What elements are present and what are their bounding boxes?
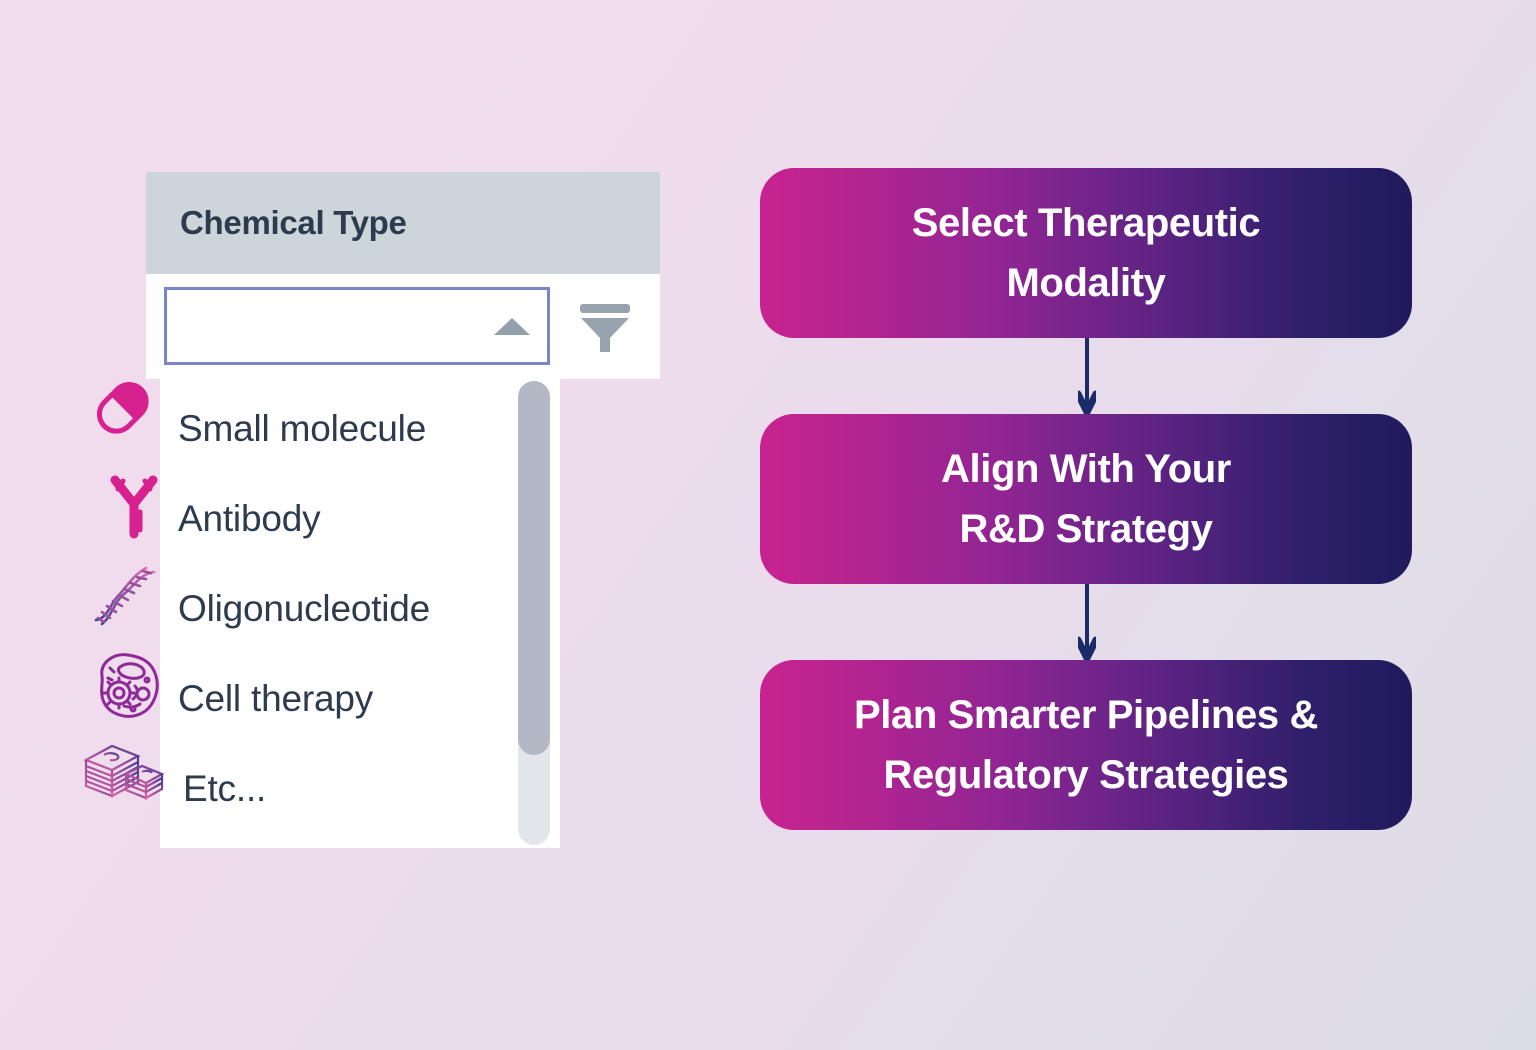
process-flow-diagram: Select Therapeutic Modality Align With Y…	[760, 168, 1412, 830]
flow-step-line: Regulatory Strategies	[883, 753, 1289, 797]
flow-step-box[interactable]: Plan Smarter Pipelines & Regulatory Stra…	[760, 660, 1412, 830]
flow-step-line: Align With Your	[941, 447, 1231, 491]
down-arrow-icon	[1074, 584, 1100, 662]
selector-header: Chemical Type	[146, 172, 660, 274]
dropdown-scrollbar[interactable]	[518, 381, 550, 845]
list-item-label: Small molecule	[178, 408, 427, 449]
list-item[interactable]: Oligonucleotide	[160, 564, 560, 654]
selector-control-row	[146, 274, 660, 379]
money-stacks-icon	[82, 740, 165, 812]
list-item[interactable]: Antibody	[160, 474, 560, 564]
down-arrow-icon	[1074, 338, 1100, 416]
dna-helix-icon	[88, 558, 160, 630]
list-item[interactable]: Small molecule	[160, 384, 560, 474]
flow-step-box[interactable]: Align With Your R&D Strategy	[760, 414, 1412, 584]
flow-step-line: Plan Smarter Pipelines &	[854, 693, 1318, 737]
pill-capsule-icon	[96, 381, 168, 453]
scrollbar-thumb[interactable]	[518, 381, 550, 755]
list-item-label: Antibody	[178, 498, 321, 539]
flow-step-line: Modality	[1006, 261, 1166, 305]
list-item-label: Cell therapy	[178, 678, 374, 719]
combobox-value	[167, 290, 547, 308]
chemical-type-dropdown-list: Small molecule Antibody Oligonucleotide …	[160, 378, 560, 848]
page-title: Chemical Type	[180, 204, 407, 241]
list-item[interactable]: Cell therapy	[160, 654, 560, 744]
list-item[interactable]: Etc...	[160, 744, 560, 834]
flow-step-line: R&D Strategy	[959, 507, 1213, 551]
cell-nucleus-icon	[88, 646, 160, 718]
chemical-type-combobox[interactable]	[164, 287, 550, 365]
list-item-label: Oligonucleotide	[178, 588, 431, 629]
flow-step-line: Select Therapeutic	[911, 201, 1261, 245]
antibody-y-icon	[98, 470, 170, 542]
list-item-label: Etc...	[183, 768, 267, 809]
filter-funnel-icon[interactable]	[576, 302, 634, 354]
chemical-type-selector: Chemical Type	[146, 172, 660, 379]
flow-step-box[interactable]: Select Therapeutic Modality	[760, 168, 1412, 338]
caret-up-icon[interactable]	[494, 318, 530, 335]
